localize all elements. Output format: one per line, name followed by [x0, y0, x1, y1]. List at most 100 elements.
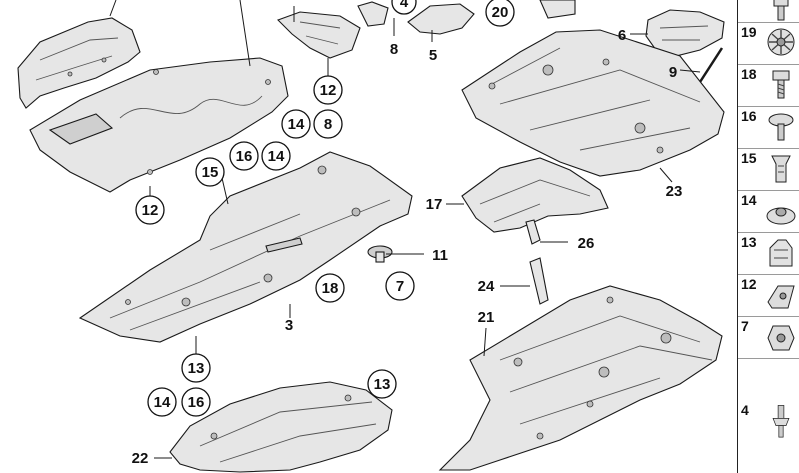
hex-bolt-icon	[772, 70, 790, 99]
callout-3[interactable]: 3	[285, 317, 293, 334]
callout-8-top[interactable]: 8	[390, 41, 398, 58]
part-top-bracket[interactable]	[277, 11, 361, 59]
part-11-clip[interactable]	[367, 245, 393, 263]
svg-text:8: 8	[390, 41, 398, 58]
hex-nut-icon	[767, 325, 795, 351]
sidebar-item-13[interactable]: 13	[738, 232, 799, 275]
expanding-rivet-icon	[767, 28, 795, 56]
svg-text:5: 5	[429, 47, 437, 64]
svg-text:17: 17	[426, 196, 443, 213]
sidebar-item-16[interactable]: 16	[738, 106, 799, 149]
callout-22[interactable]: 22	[132, 450, 149, 467]
parts-diagram: 4 20 8 5 6 9 12 14 8 16 14 15 23 17	[17, 0, 725, 473]
callout-23[interactable]: 23	[666, 183, 683, 200]
stud-bolt-icon	[772, 405, 790, 438]
callout-11[interactable]: 11	[432, 247, 448, 264]
parts-legend-sidebar: 19 18 16 15 14	[737, 0, 799, 473]
svg-text:16: 16	[188, 394, 205, 411]
svg-text:3: 3	[285, 317, 293, 334]
svg-text:20: 20	[492, 4, 509, 21]
callout-21[interactable]: 21	[478, 309, 495, 326]
sidebar-item-label: 14	[741, 192, 757, 208]
part-upper-left-panel[interactable]	[29, 57, 289, 193]
svg-text:8: 8	[324, 116, 332, 133]
callout-24[interactable]: 24	[478, 278, 495, 295]
part-upper-left-shield[interactable]	[17, 17, 141, 109]
leader-lines	[109, 0, 701, 459]
callout-13-lower[interactable]: 13	[367, 369, 397, 399]
sidebar-item-7[interactable]: 7	[738, 316, 799, 359]
svg-text:16: 16	[236, 148, 253, 165]
part-24-bracket[interactable]	[529, 257, 549, 305]
part-clip-top[interactable]	[357, 1, 389, 27]
callout-12-left[interactable]: 12	[135, 195, 165, 225]
svg-text:26: 26	[578, 235, 595, 252]
part-9-rod[interactable]	[698, 47, 724, 83]
svg-text:12: 12	[142, 202, 159, 219]
part-5-shield[interactable]	[407, 3, 475, 35]
sidebar-item-top-partial[interactable]	[738, 0, 799, 23]
callout-4[interactable]: 4	[391, 0, 417, 15]
part-23-panel[interactable]	[461, 29, 725, 177]
part-top-right-plate[interactable]	[539, 0, 576, 19]
callout-17[interactable]: 17	[426, 196, 443, 213]
bolt-icon	[773, 0, 789, 21]
sidebar-item-label: 15	[741, 150, 757, 166]
svg-text:23: 23	[666, 183, 683, 200]
sidebar-item-18[interactable]: 18	[738, 64, 799, 107]
svg-text:22: 22	[132, 450, 149, 467]
sidebar-item-14[interactable]: 14	[738, 190, 799, 233]
callout-5[interactable]: 5	[429, 47, 437, 64]
svg-text:14: 14	[154, 394, 171, 411]
callout-26[interactable]: 26	[578, 235, 595, 252]
part-26-strap[interactable]	[525, 219, 541, 245]
sidebar-item-label: 12	[741, 276, 757, 292]
callout-6[interactable]: 6	[618, 27, 626, 44]
callout-15[interactable]: 15	[195, 157, 225, 187]
callout-9[interactable]: 9	[669, 64, 677, 81]
part-3-panel[interactable]	[78, 151, 413, 343]
callout-14-lower[interactable]: 14	[147, 387, 177, 417]
part-17-bracket[interactable]	[461, 157, 609, 233]
callout-8-mid[interactable]: 8	[313, 109, 343, 139]
spring-clip-icon	[769, 239, 793, 267]
svg-text:4: 4	[400, 0, 409, 11]
sidebar-item-12[interactable]: 12	[738, 274, 799, 317]
part-22-panel[interactable]	[169, 381, 393, 473]
sidebar-item-label: 18	[741, 66, 757, 82]
svg-text:9: 9	[669, 64, 677, 81]
callout-16-mid[interactable]: 16	[229, 141, 259, 171]
svg-text:15: 15	[202, 164, 219, 181]
callout-14-mid[interactable]: 14	[261, 141, 291, 171]
svg-text:18: 18	[322, 280, 339, 297]
svg-text:13: 13	[374, 376, 391, 393]
sidebar-item-label: 16	[741, 108, 757, 124]
part-6-duct[interactable]	[645, 9, 725, 57]
callout-14-top[interactable]: 14	[281, 109, 311, 139]
callout-7-mid[interactable]: 7	[385, 271, 415, 301]
sidebar-item-15[interactable]: 15	[738, 148, 799, 191]
diagram-canvas: 4 20 8 5 6 9 12 14 8 16 14 15 23 17	[17, 0, 725, 473]
callout-13-left[interactable]: 13	[181, 353, 211, 383]
svg-text:24: 24	[478, 278, 495, 295]
sidebar-item-label: 7	[741, 318, 749, 334]
svg-text:6: 6	[618, 27, 626, 44]
svg-text:21: 21	[478, 309, 495, 326]
callout-16-lower[interactable]: 16	[181, 387, 211, 417]
sidebar-item-label: 4	[741, 402, 749, 418]
washer-screw-icon	[768, 113, 794, 141]
nut-plate-icon	[766, 207, 796, 225]
callout-18-mid[interactable]: 18	[315, 273, 345, 303]
sidebar-item-label: 19	[741, 24, 757, 40]
svg-text:13: 13	[188, 360, 205, 377]
svg-text:11: 11	[432, 247, 448, 264]
svg-text:12: 12	[320, 82, 337, 99]
sidebar-item-19[interactable]: 19	[738, 22, 799, 65]
callout-12-top[interactable]: 12	[313, 75, 343, 105]
sidebar-item-4[interactable]: 4	[738, 358, 799, 473]
part-21-panel[interactable]	[438, 285, 723, 471]
svg-text:7: 7	[396, 278, 404, 295]
svg-text:14: 14	[268, 148, 285, 165]
push-clip-icon	[771, 155, 791, 183]
callout-20[interactable]: 20	[485, 0, 515, 27]
